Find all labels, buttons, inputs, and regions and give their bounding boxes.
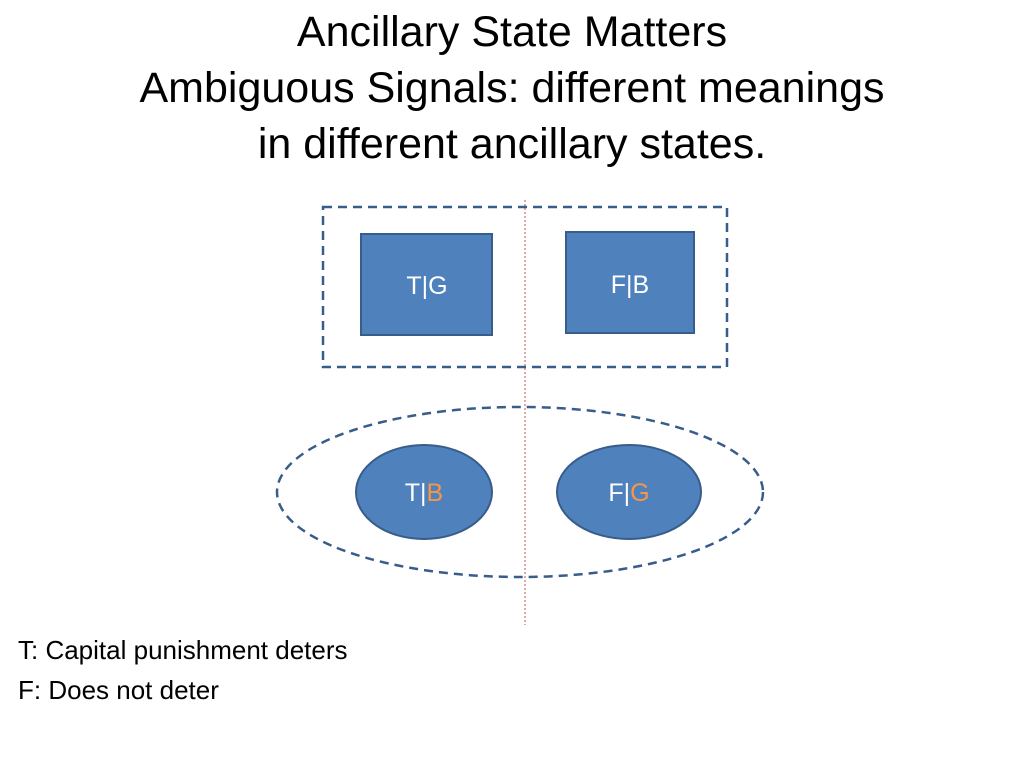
node-t-given-g: T|G: [360, 233, 493, 336]
svg-text:F|G: F|G: [608, 479, 649, 507]
node-f-given-b-left: F|: [611, 271, 633, 299]
node-f-given-b-right: B: [633, 271, 650, 299]
node-t-given-b-left: T|: [405, 479, 427, 507]
legend-line-f: F: Does not deter: [18, 675, 219, 705]
node-f-given-g-left: F|: [608, 479, 630, 507]
title-line-1: Ancillary State Matters: [296, 8, 728, 56]
ellipse-group-boundary: [275, 405, 765, 579]
rectangle-group-boundary: [321, 205, 729, 369]
node-f-given-b: F|B: [565, 231, 695, 334]
svg-text:T|G: T|G: [406, 272, 447, 300]
node-f-given-g: F|G: [556, 444, 702, 540]
svg-text:T|B: T|B: [405, 479, 443, 507]
title-line-3: in different ancillary states.: [257, 120, 767, 168]
node-t-given-g-right: G: [428, 272, 447, 300]
legend: T: Capital punishment deters F: Does not…: [18, 630, 348, 710]
node-f-given-g-right: G: [630, 479, 649, 507]
node-t-given-b: T|B: [355, 444, 493, 540]
title-line-2: Ambiguous Signals: different meanings: [139, 64, 885, 112]
node-t-given-g-left: T|: [406, 272, 428, 300]
svg-text:F|B: F|B: [611, 271, 649, 299]
slide-title: Ancillary State Matters Ambiguous Signal…: [0, 4, 1024, 172]
legend-line-t: T: Capital punishment deters: [18, 635, 348, 665]
node-t-given-b-right: B: [427, 479, 444, 507]
